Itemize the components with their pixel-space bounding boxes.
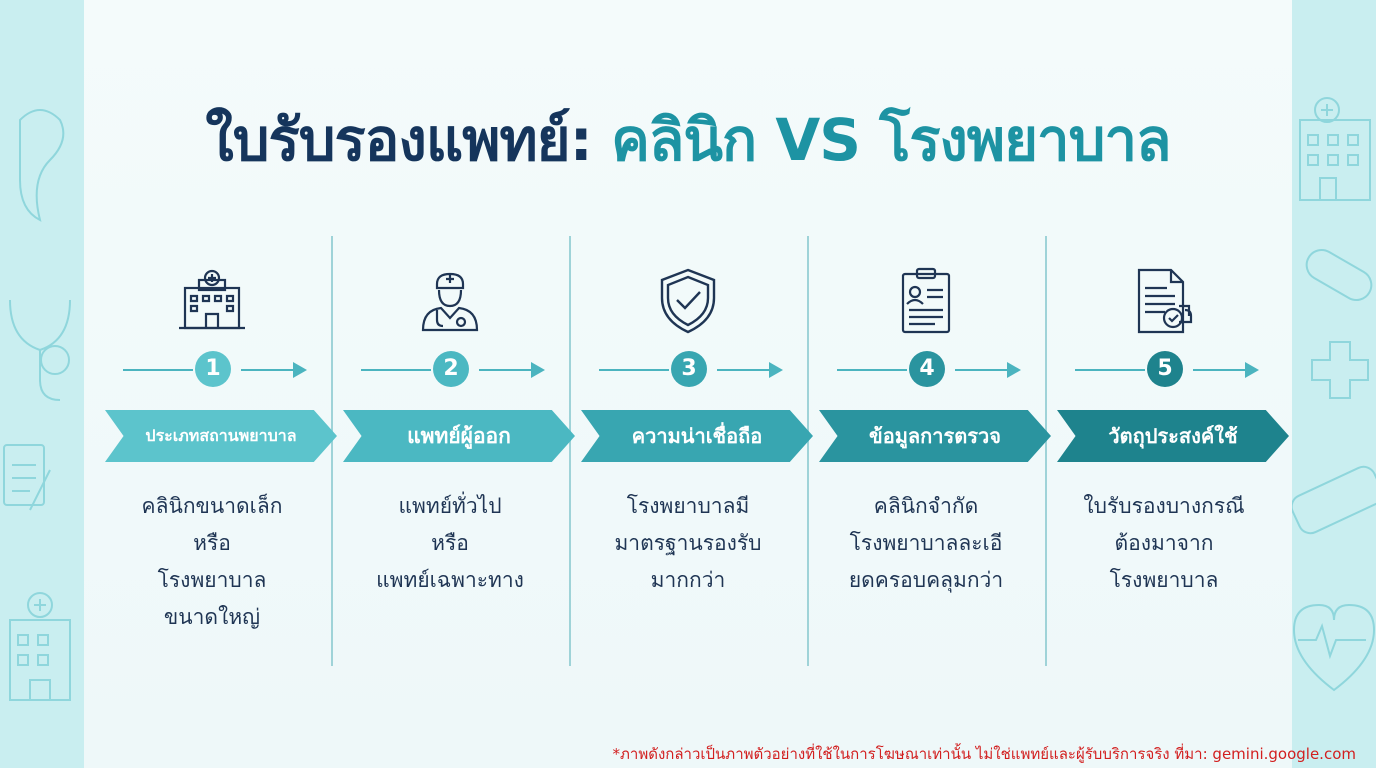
step-connector-line <box>479 369 535 371</box>
disclaimer-footer: *ภาพดังกล่าวเป็นภาพตัวอย่างที่ใช้ในการโฆ… <box>612 745 1356 763</box>
step-connector-line <box>123 369 193 371</box>
right-decoration-panel <box>1292 0 1376 768</box>
step-column-3: 3 ความน่าเชื่อถือ โรงพยาบาลมี มาตรฐานรอง… <box>569 236 813 666</box>
step-column-5: 5 วัตถุประสงค์ใช้ ใบรับรองบางกรณี ต้องมา… <box>1045 236 1289 666</box>
step-banner: ข้อมูลการตรวจ <box>819 410 1051 462</box>
step-description-line: ต้องมาจาก <box>1114 531 1214 555</box>
step-number-badge: 5 <box>1147 351 1183 387</box>
step-connector-line <box>955 369 1011 371</box>
page-title: ใบรับรองแพทย์: คลินิก VS โรงพยาบาล <box>0 96 1376 184</box>
step-description-line: คลินิกจำกัด <box>873 494 979 518</box>
step-connector-line <box>599 369 669 371</box>
step-description-line: โรงพยาบาล <box>157 568 267 592</box>
step-number-badge: 3 <box>671 351 707 387</box>
step-description: คลินิกจำกัด โรงพยาบาลละเอี ยดครอบคลุมกว่… <box>807 488 1045 599</box>
arrow-right-icon <box>769 362 783 378</box>
hospital-building-icon <box>179 269 245 330</box>
step-column-1: 1 ประเภทสถานพยาบาล คลินิกขนาดเล็ก หรือ โ… <box>93 236 337 666</box>
step-description: แพทย์ทั่วไป หรือ แพทย์เฉพาะทาง <box>331 488 569 599</box>
certificate-stamp-icon <box>1137 268 1193 334</box>
step-description-line: โรงพยาบาลมี <box>626 494 750 518</box>
title-part1: ใบรับรองแพทย์: <box>205 106 612 174</box>
arrow-right-icon <box>1007 362 1021 378</box>
step-connector-line <box>361 369 431 371</box>
column-divider <box>569 236 571 666</box>
medical-pattern-left <box>3 109 71 701</box>
step-description-line: ยดครอบคลุมกว่า <box>848 568 1004 592</box>
arrow-right-icon <box>1245 362 1259 378</box>
arrow-right-icon <box>293 362 307 378</box>
left-decoration-panel <box>0 0 84 768</box>
step-description-line: มาตรฐานรองรับ <box>614 531 762 555</box>
step-banner: แพทย์ผู้ออก <box>343 410 575 462</box>
step-description-line: คลินิกขนาดเล็ก <box>141 494 283 518</box>
title-part2: คลินิก VS โรงพยาบาล <box>611 106 1171 174</box>
step-description-line: หรือ <box>193 531 231 555</box>
step-description: โรงพยาบาลมี มาตรฐานรองรับ มากกว่า <box>569 488 807 599</box>
arrow-right-icon <box>531 362 545 378</box>
step-description: คลินิกขนาดเล็ก หรือ โรงพยาบาล ขนาดใหญ่ <box>93 488 331 636</box>
step-description-line: แพทย์เฉพาะทาง <box>376 568 524 592</box>
step-connector-line <box>1193 369 1249 371</box>
step-banner: ความน่าเชื่อถือ <box>581 410 813 462</box>
step-description: ใบรับรองบางกรณี ต้องมาจาก โรงพยาบาล <box>1045 488 1283 599</box>
step-description-line: โรงพยาบาล <box>1109 568 1219 592</box>
step-description-line: โรงพยาบาลละเอี <box>849 531 1003 555</box>
shield-check-icon <box>660 268 716 334</box>
column-divider <box>807 236 809 666</box>
step-column-2: 2 แพทย์ผู้ออก แพทย์ทั่วไป หรือ แพทย์เฉพา… <box>331 236 575 666</box>
step-description-line: ใบรับรองบางกรณี <box>1083 494 1245 518</box>
step-connector-line <box>1075 369 1145 371</box>
step-banner: ประเภทสถานพยาบาล <box>105 410 337 462</box>
column-divider <box>331 236 333 666</box>
step-description-line: หรือ <box>431 531 469 555</box>
doctor-icon <box>421 272 479 332</box>
step-description-line: แพทย์ทั่วไป <box>398 494 502 518</box>
step-connector-line <box>837 369 907 371</box>
step-column-4: 4 ข้อมูลการตรวจ คลินิกจำกัด โรงพยาบาลละเ… <box>807 236 1051 666</box>
step-number-badge: 4 <box>909 351 945 387</box>
step-description-line: มากกว่า <box>650 568 726 592</box>
step-connector-line <box>241 369 297 371</box>
step-description-line: ขนาดใหญ่ <box>163 605 261 629</box>
step-connector-line <box>717 369 773 371</box>
step-banner: วัตถุประสงค์ใช้ <box>1057 410 1289 462</box>
medical-pattern-right <box>1292 97 1376 692</box>
column-divider <box>1045 236 1047 666</box>
step-number-badge: 2 <box>433 351 469 387</box>
step-number-badge: 1 <box>195 351 231 387</box>
clipboard-icon <box>901 267 951 334</box>
